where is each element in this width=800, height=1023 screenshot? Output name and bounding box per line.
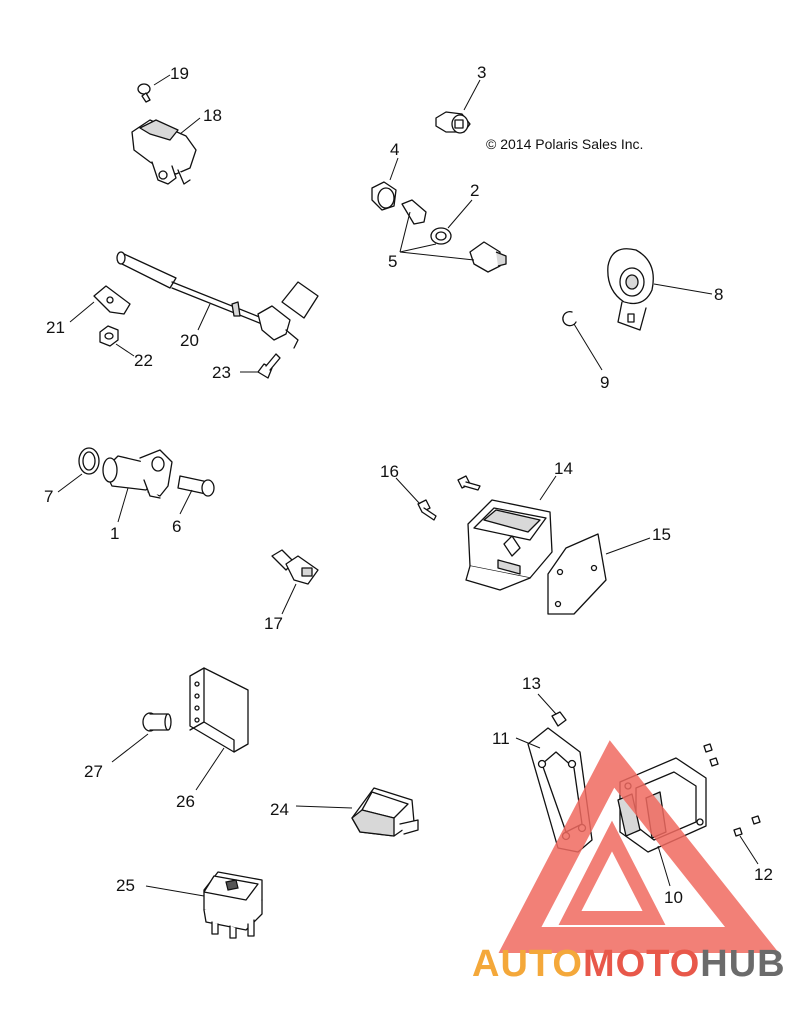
- part-25-rocker-switch: [203, 871, 263, 939]
- callout-17: 17: [264, 614, 283, 633]
- part-6-pin: [177, 475, 215, 497]
- part-23-bolt: [257, 353, 281, 379]
- callout-14: 14: [554, 459, 573, 478]
- part-27-fastener: [142, 712, 172, 732]
- callout-27: 27: [84, 762, 103, 781]
- watermark-logo: [498, 740, 779, 953]
- callout-1: 1: [110, 524, 119, 543]
- callout-7: 7: [44, 487, 53, 506]
- copyright-text: © 2014 Polaris Sales Inc.: [486, 136, 643, 152]
- part-2-washer: [430, 227, 452, 245]
- part-19-bolt: [137, 83, 151, 103]
- part-9-clip: [562, 311, 577, 327]
- part-14-housing: [465, 499, 553, 591]
- callout-24: 24: [270, 800, 289, 819]
- callout-18: 18: [203, 106, 222, 125]
- callout-12: 12: [754, 865, 773, 884]
- part-7-oring: [78, 447, 100, 475]
- callout-19: 19: [170, 64, 189, 83]
- callout-23: 23: [212, 363, 231, 382]
- part-5-switch: [401, 199, 507, 273]
- part-16-screws: [417, 475, 481, 521]
- part-12-screws: [703, 743, 761, 837]
- callout-16: 16: [380, 462, 399, 481]
- callout-22: 22: [134, 351, 153, 370]
- part-20-speed-sensor: [116, 251, 319, 349]
- watermark-hub: HUB: [700, 943, 785, 985]
- callout-11: 11: [492, 729, 510, 748]
- part-15-gasket: [547, 533, 607, 615]
- watermark-text: AUTOMOTOHUB: [472, 943, 786, 985]
- callout-10: 10: [664, 888, 683, 907]
- callout-26: 26: [176, 792, 195, 811]
- callout-21: 21: [46, 318, 65, 337]
- part-22-nut: [99, 325, 119, 347]
- callout-20: 20: [180, 331, 199, 350]
- callout-2: 2: [470, 181, 479, 200]
- part-3-plug: [435, 111, 471, 134]
- callout-3: 3: [477, 63, 486, 82]
- callout-5: 5: [388, 252, 397, 271]
- part-8-knock-sensor: [607, 248, 654, 331]
- part-26-relay: [189, 667, 249, 753]
- callout-15: 15: [652, 525, 671, 544]
- part-21-bracket: [93, 285, 131, 315]
- callout-4: 4: [390, 140, 399, 159]
- part-24-switch: [351, 787, 419, 837]
- callout-9: 9: [600, 373, 609, 392]
- part-1-cam-sensor: [102, 449, 173, 499]
- callout-25: 25: [116, 876, 135, 895]
- callout-8: 8: [714, 285, 723, 304]
- part-17-temp-sensor: [271, 549, 319, 585]
- part-18-map-sensor: [131, 119, 197, 185]
- callout-13: 13: [522, 674, 541, 693]
- callout-6: 6: [172, 517, 181, 536]
- watermark-auto: AUTO: [472, 943, 583, 985]
- watermark-moto: MOTO: [583, 943, 700, 985]
- part-4-cap: [371, 181, 397, 211]
- part-13-screw: [551, 711, 567, 727]
